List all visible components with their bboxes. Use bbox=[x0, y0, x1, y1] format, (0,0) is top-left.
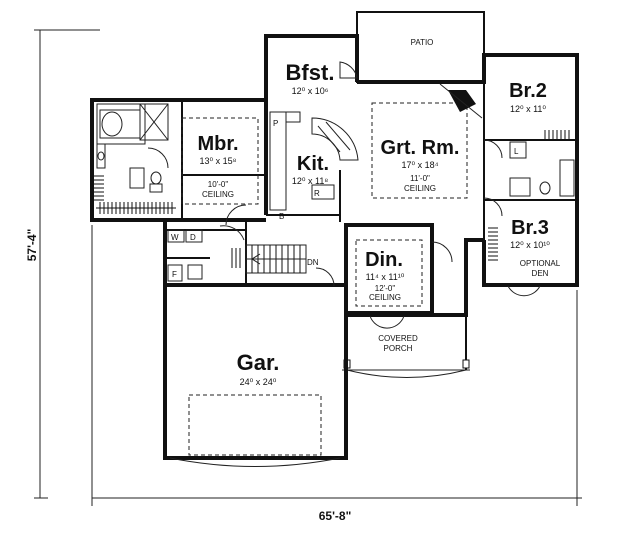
garage-door-swing bbox=[169, 457, 341, 467]
label-dryer: D bbox=[190, 233, 196, 242]
ceiling-label-grt-rm: CEILING bbox=[404, 184, 436, 193]
room-size-gar: 24⁰ x 24⁰ bbox=[240, 377, 277, 387]
exterior-walls bbox=[90, 34, 579, 460]
label-patio: PATIO bbox=[411, 38, 434, 47]
label-porch: PORCH bbox=[384, 344, 413, 353]
ceiling-outlines bbox=[181, 102, 468, 456]
room-size-grt-rm: 17⁰ x 18⁴ bbox=[402, 160, 439, 170]
room-kit: Kit. 12⁰ x 11⁸ bbox=[292, 153, 329, 186]
room-grt-rm: Grt. Rm. 17⁰ x 18⁴ 11'-0" CEILING bbox=[381, 137, 460, 193]
label-refrigerator: R bbox=[314, 189, 320, 198]
overall-width: 65'-8" bbox=[319, 509, 352, 523]
ceiling-height-din: 12'-0" bbox=[375, 284, 396, 293]
br2-closets bbox=[509, 130, 575, 197]
kitchen-fixtures bbox=[269, 111, 359, 211]
room-name-mbr: Mbr. bbox=[197, 133, 238, 155]
room-br3: Br.3 12⁰ x 10¹⁰ OPTIONAL DEN bbox=[510, 217, 561, 278]
room-name-din: Din. bbox=[365, 249, 403, 271]
room-size-br2: 12⁰ x 11⁰ bbox=[510, 104, 546, 114]
ceiling-height-mbr: 10'-0" bbox=[208, 180, 229, 189]
master-bath-fixtures bbox=[96, 103, 169, 193]
label-porch-covered: COVERED bbox=[378, 334, 418, 343]
note-br3-den: DEN bbox=[532, 269, 549, 278]
label-pantry: P bbox=[273, 119, 278, 128]
room-size-kit: 12⁰ x 11⁸ bbox=[292, 176, 328, 186]
room-bfst: Bfst. 12⁰ x 10⁶ bbox=[286, 60, 335, 96]
label-bench: B bbox=[279, 212, 284, 221]
room-name-kit: Kit. bbox=[297, 153, 329, 175]
note-br3-optional: OPTIONAL bbox=[520, 259, 561, 268]
patio bbox=[356, 11, 485, 83]
label-stairs-down: DN bbox=[307, 258, 319, 267]
room-br2: Br.2 12⁰ x 11⁰ bbox=[509, 80, 547, 114]
fireplace bbox=[439, 83, 483, 119]
label-washer: W bbox=[171, 233, 179, 242]
room-name-grt-rm: Grt. Rm. bbox=[381, 137, 460, 159]
room-mbr: Mbr. 13⁰ x 15⁸ 10'-0" CEILING bbox=[197, 133, 238, 199]
overall-dimension-lines bbox=[34, 29, 582, 506]
room-size-br3: 12⁰ x 10¹⁰ bbox=[510, 240, 550, 250]
room-gar: Gar. 24⁰ x 24⁰ bbox=[237, 350, 280, 387]
room-name-br3: Br.3 bbox=[511, 217, 549, 239]
label-linen: L bbox=[514, 147, 519, 156]
room-size-bfst: 12⁰ x 10⁶ bbox=[292, 86, 329, 96]
room-size-din: 11⁴ x 11¹⁰ bbox=[366, 272, 405, 282]
room-size-mbr: 13⁰ x 15⁸ bbox=[200, 156, 237, 166]
ceiling-label-mbr: CEILING bbox=[202, 190, 234, 199]
room-name-gar: Gar. bbox=[237, 350, 280, 375]
room-name-bfst: Bfst. bbox=[286, 60, 335, 85]
ceiling-height-grt-rm: 11'-0" bbox=[410, 174, 430, 183]
label-furnace: F bbox=[172, 270, 177, 279]
overall-depth: 57'-4" bbox=[25, 229, 39, 262]
master-closet-hatch bbox=[94, 175, 176, 214]
laundry-fixtures bbox=[167, 229, 241, 282]
br3-closet bbox=[488, 227, 498, 261]
ceiling-label-din: CEILING bbox=[369, 293, 401, 302]
room-name-br2: Br.2 bbox=[509, 80, 547, 102]
stairs bbox=[245, 244, 307, 274]
room-din: Din. 11⁴ x 11¹⁰ 12'-0" CEILING bbox=[365, 249, 405, 302]
door-swings bbox=[147, 61, 541, 329]
